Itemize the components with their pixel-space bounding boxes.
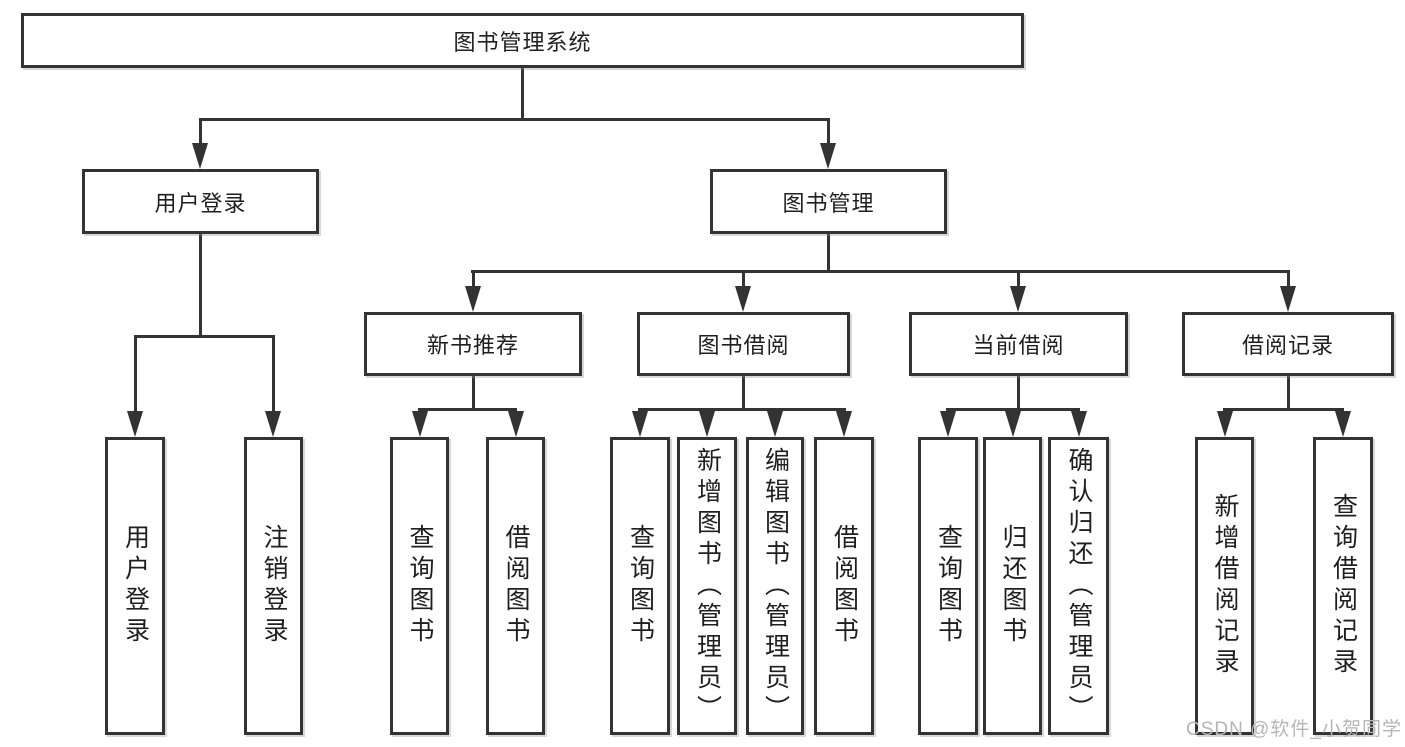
node-user-login: 用户登录 (82, 169, 319, 234)
leaf-label: 归还图书 (999, 524, 1027, 648)
connector-line (472, 376, 475, 410)
leaf-edit-books-admin: 编辑图书（管理员） (746, 437, 804, 735)
connector-line (199, 118, 202, 148)
connector-line (742, 376, 745, 410)
csdn-watermark: CSDN @软件_小贺同学 (1186, 719, 1402, 740)
leaf-label: 查询图书 (406, 524, 434, 648)
leaf-label: 查询借阅记录 (1329, 493, 1358, 679)
connector-line (199, 234, 202, 338)
node-label: 用户登录 (154, 190, 247, 216)
node-label: 图书借阅 (697, 333, 790, 358)
connector-line (272, 335, 275, 413)
connector-line (418, 408, 517, 411)
connector-line (827, 118, 830, 148)
arrow-down-icon (632, 411, 648, 437)
connector-line (471, 270, 1290, 273)
node-book-borrowing: 图书借阅 (637, 312, 850, 376)
node-new-book-recommendation: 新书推荐 (364, 312, 582, 376)
arrow-down-icon (1005, 411, 1021, 437)
leaf-label: 借阅图书 (502, 524, 530, 648)
leaf-label: 查询图书 (626, 524, 655, 648)
node-label: 图书管理 (782, 190, 875, 216)
connector-line (1017, 376, 1020, 410)
connector-line (1287, 376, 1290, 410)
arrow-down-icon (820, 143, 836, 169)
connector-line (472, 270, 475, 288)
arrow-down-icon (508, 411, 524, 437)
node-borrowing-records: 借阅记录 (1182, 312, 1394, 376)
leaf-label: 新增借阅记录 (1211, 493, 1239, 679)
leaf-label: 新增图书（管理员） (693, 446, 722, 726)
node-current-borrowing: 当前借阅 (909, 312, 1128, 376)
leaf-return-books: 归还图书 (983, 437, 1042, 735)
node-label: 新书推荐 (426, 333, 519, 358)
arrow-down-icon (1010, 286, 1026, 312)
leaf-borrow-books: 借阅图书 (814, 437, 874, 735)
leaf-label: 确认归还（管理员） (1065, 446, 1093, 726)
arrow-down-icon (940, 411, 956, 437)
node-book-management: 图书管理 (710, 169, 947, 234)
connector-line (521, 68, 524, 120)
connector-line (134, 335, 275, 338)
connector-line (638, 408, 846, 411)
arrow-down-icon (465, 286, 481, 312)
leaf-query-books-recommend: 查询图书 (390, 437, 449, 735)
arrow-down-icon (192, 143, 208, 169)
connector-line (742, 270, 745, 288)
arrow-down-icon (1071, 411, 1087, 437)
connector-line (946, 408, 1080, 411)
node-label: 当前借阅 (972, 333, 1065, 358)
leaf-logout: 注销登录 (244, 437, 303, 735)
arrow-down-icon (1280, 286, 1296, 312)
node-label: 借阅记录 (1241, 333, 1334, 358)
leaf-confirm-return-admin: 确认归还（管理员） (1048, 437, 1109, 735)
connector-line (1223, 408, 1344, 411)
leaf-query-borrow-record: 查询借阅记录 (1313, 437, 1373, 735)
connector-line (134, 335, 137, 413)
leaf-user-login: 用户登录 (105, 437, 165, 735)
connector-line (199, 118, 830, 121)
arrow-down-icon (836, 411, 852, 437)
leaf-label: 借阅图书 (830, 524, 859, 648)
connector-line (1017, 270, 1020, 288)
node-label: 图书管理系统 (453, 29, 592, 55)
leaf-query-books-current: 查询图书 (918, 437, 978, 735)
leaf-add-borrow-record: 新增借阅记录 (1195, 437, 1254, 735)
leaf-label: 用户登录 (121, 524, 150, 648)
arrow-down-icon (127, 411, 143, 437)
arrow-down-icon (1335, 411, 1351, 437)
arrow-down-icon (412, 411, 428, 437)
arrow-down-icon (1217, 411, 1233, 437)
arrow-down-icon (699, 411, 715, 437)
leaf-query-books-borrowing: 查询图书 (610, 437, 670, 735)
leaf-add-books-admin: 新增图书（管理员） (677, 437, 737, 735)
leaf-label: 编辑图书（管理员） (761, 446, 790, 726)
arrow-down-icon (767, 411, 783, 437)
node-library-management-system: 图书管理系统 (21, 13, 1024, 68)
arrow-down-icon (735, 286, 751, 312)
leaf-label: 查询图书 (934, 524, 963, 648)
leaf-borrow-books-recommend: 借阅图书 (486, 437, 545, 735)
connector-line (827, 234, 830, 273)
connector-line (1287, 270, 1290, 288)
leaf-label: 注销登录 (260, 524, 288, 648)
arrow-down-icon (265, 411, 281, 437)
